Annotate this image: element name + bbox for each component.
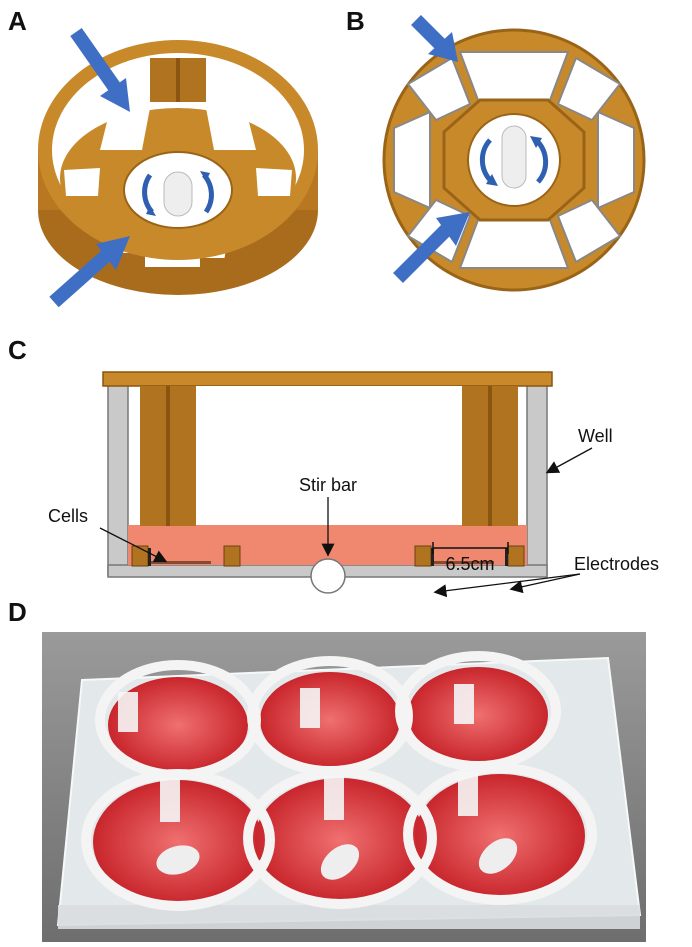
panel-b-insert-render bbox=[382, 15, 646, 292]
stir-bar-label: Stir bar bbox=[299, 475, 357, 495]
panel-label-b: B bbox=[346, 6, 365, 36]
electrode-right-b bbox=[505, 548, 508, 566]
well-4 bbox=[93, 780, 263, 904]
electrode-right-a bbox=[431, 548, 434, 566]
spacing-label: 6.5cm bbox=[445, 554, 494, 574]
well-6 bbox=[415, 774, 585, 898]
panel-a-insert-render bbox=[38, 27, 318, 308]
callout-arrow-b-bottom bbox=[393, 212, 470, 283]
electrodes-label: Electrodes bbox=[574, 554, 659, 574]
well-label: Well bbox=[578, 426, 613, 446]
well-1 bbox=[108, 677, 248, 773]
cells-label: Cells bbox=[48, 506, 88, 526]
well-2 bbox=[260, 672, 400, 768]
cell-layer bbox=[151, 561, 211, 564]
well-3 bbox=[408, 667, 548, 763]
callout-arrow-a-bottom bbox=[49, 236, 130, 308]
panel-c-cross-section: 6.5cm Well Stir bar Cells Electrodes bbox=[48, 371, 659, 598]
well-5 bbox=[255, 778, 425, 902]
panel-label-d: D bbox=[8, 597, 27, 627]
panel-d-plate-photo bbox=[42, 632, 646, 942]
callout-arrow-b-top bbox=[411, 15, 458, 62]
panel-label-c: C bbox=[8, 335, 27, 365]
electrode-left bbox=[148, 548, 151, 566]
well-wall-left bbox=[107, 384, 129, 576]
stir-bar-circle bbox=[310, 558, 346, 594]
insert-lid-frame bbox=[81, 651, 597, 911]
insert-top-plate bbox=[102, 371, 553, 387]
panel-label-a: A bbox=[8, 6, 27, 36]
well-wall-right bbox=[526, 384, 548, 576]
callout-arrow-a-top bbox=[70, 27, 130, 112]
